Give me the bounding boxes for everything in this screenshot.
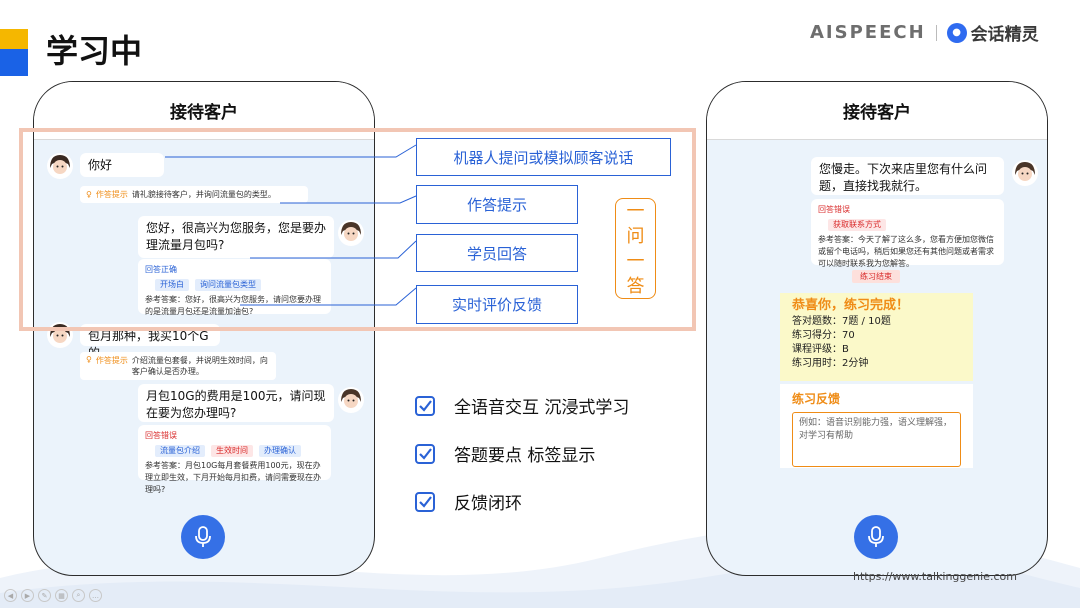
trainee-message: 月包10G的费用是100元，请问现在要为您办理吗?	[138, 384, 334, 422]
trainee-avatar-icon	[338, 220, 364, 246]
brand-logos: AISPEECH ● 会话精灵	[810, 20, 1039, 45]
callout-robot-speaks: 机器人提问或模拟顾客说话	[416, 138, 671, 176]
reference-answer: 参考答案：月包10G每月套餐费用100元，现在办理立即生效，下月开始每月扣费，请…	[145, 461, 321, 494]
checkbox-icon	[415, 491, 435, 512]
brand-divider	[935, 24, 937, 41]
feature-label: 全语音交互 沉浸式学习	[454, 398, 630, 418]
hint-text: 请礼貌接待客户，并询问流量包的类型。	[131, 190, 276, 199]
hint-text: 介绍流量包套餐，并说明生效时间，向客户确认是否办理。	[131, 356, 268, 376]
next-icon[interactable]: ▶	[21, 589, 34, 602]
result-value: 2分钟	[842, 358, 869, 369]
aispeech-logo: AISPEECH	[810, 22, 926, 43]
callout-realtime-feedback: 实时评价反馈	[416, 285, 578, 324]
bulb-icon: ♀	[86, 190, 92, 199]
evaluation-card: 回答错误 流量包介绍 生效时间 办理确认 参考答案：月包10G每月套餐费用100…	[138, 425, 331, 494]
chat-bubble-icon: ●	[946, 22, 967, 43]
badge-char: 一	[626, 250, 645, 272]
microphone-button[interactable]	[854, 515, 898, 559]
result-label: 练习得分：	[792, 330, 842, 341]
keypoint-tag: 办理确认	[259, 445, 301, 457]
badge-char: 问	[626, 225, 645, 247]
hint-label: 作答提示	[95, 356, 128, 365]
keypoint-tag-missed: 生效时间	[211, 445, 253, 457]
trainee-message: 您好，很高兴为您服务，您是要办理流量月包吗?	[138, 216, 334, 258]
prev-icon[interactable]: ◀	[4, 589, 17, 602]
trainee-avatar-icon	[338, 387, 364, 413]
reference-answer: 参考答案：今天了解了这么多，您看方便加您微信或留个电话吗，稍后如果您还有其他问题…	[818, 235, 994, 268]
result-label: 练习用时：	[792, 358, 842, 369]
product-name: 会话精灵	[970, 25, 1039, 45]
right-phone-header: 接待客户	[707, 82, 1047, 140]
result-row: 答对题数：7题 / 10题	[792, 315, 961, 329]
result-value: 70	[842, 330, 855, 341]
status-incorrect: 回答错误	[818, 205, 850, 214]
result-value: 7题 / 10题	[842, 316, 891, 327]
zoom-icon[interactable]: ⌕	[72, 589, 85, 602]
keypoint-tags: 流量包介绍 生效时间 办理确认	[155, 445, 324, 457]
customer-message: 你好	[80, 153, 164, 177]
feedback-heading: 练习反馈	[792, 392, 841, 406]
checkbox-icon	[415, 443, 435, 464]
keypoint-tag: 开场白	[155, 279, 189, 291]
title-accent-yellow	[0, 29, 28, 49]
practice-result-card: 恭喜你，练习完成！ 答对题数：7题 / 10题 练习得分：70 课程评级：B 练…	[780, 293, 973, 381]
evaluation-card: 回答正确 开场白 询问流量包类型 参考答案：您好，很高兴为您服务，请问您要办理的…	[138, 259, 331, 316]
trainee-message: 您慢走。下次来店里您有什么问题，直接找我就行。	[811, 157, 1004, 195]
status-incorrect: 回答错误	[145, 431, 177, 440]
hint-label: 作答提示	[95, 190, 128, 199]
evaluation-card: 回答错误 获取联系方式 参考答案：今天了解了这么多，您看方便加您微信或留个电话吗…	[811, 199, 1004, 268]
product-logo: ● 会话精灵	[946, 20, 1039, 45]
feature-label: 反馈闭环	[454, 494, 522, 514]
result-row: 练习得分：70	[792, 329, 961, 343]
feature-item: 全语音交互 沉浸式学习	[414, 393, 629, 418]
microphone-icon	[195, 526, 211, 547]
keypoint-tag-missed: 获取联系方式	[828, 219, 886, 231]
presentation-toolbar: ◀ ▶ ✎ ▦ ⌕ …	[4, 589, 102, 602]
feature-item: 反馈闭环	[414, 489, 522, 514]
feedback-input[interactable]: 例如：语音识别能力强，语义理解强，对学习有帮助	[792, 412, 961, 467]
grid-icon[interactable]: ▦	[55, 589, 68, 602]
practice-end-badge: 练习结束	[852, 270, 900, 283]
one-question-one-answer-badge: 一 问 一 答	[615, 198, 656, 299]
keypoint-tags: 开场白 询问流量包类型	[155, 279, 324, 291]
result-row: 练习用时：2分钟	[792, 357, 961, 371]
reference-answer: 参考答案：您好，很高兴为您服务，请问您要办理的是流量月包还是流量加油包?	[145, 295, 321, 316]
more-icon[interactable]: …	[89, 589, 102, 602]
keypoint-tags: 获取联系方式	[828, 219, 997, 231]
website-url: https://www.talkinggenie.com	[853, 570, 1017, 583]
result-label: 课程评级：	[792, 344, 842, 355]
callout-trainee-answer: 学员回答	[416, 234, 578, 272]
result-heading: 恭喜你，练习完成！	[792, 298, 910, 313]
answer-hint: ♀ 作答提示 请礼貌接待客户，并询问流量包的类型。	[80, 186, 308, 203]
callout-answer-hint: 作答提示	[416, 185, 578, 224]
microphone-button[interactable]	[181, 515, 225, 559]
result-row: 课程评级：B	[792, 343, 961, 357]
keypoint-tag: 流量包介绍	[155, 445, 205, 457]
answer-hint: ♀ 作答提示 介绍流量包套餐，并说明生效时间，向客户确认是否办理。	[80, 352, 276, 380]
trainee-avatar-icon	[1012, 160, 1038, 186]
result-label: 答对题数：	[792, 316, 842, 327]
pen-icon[interactable]: ✎	[38, 589, 51, 602]
feature-item: 答题要点 标签显示	[414, 441, 595, 466]
bulb-icon: ♀	[86, 355, 92, 364]
title-accent-blue	[0, 49, 28, 76]
highlight-frame	[19, 128, 696, 331]
status-correct: 回答正确	[145, 265, 177, 274]
page-title: 学习中	[46, 32, 143, 70]
microphone-icon	[868, 526, 884, 547]
result-value: B	[842, 344, 849, 355]
feedback-card: 练习反馈 例如：语音识别能力强，语义理解强，对学习有帮助	[780, 384, 973, 468]
checkbox-icon	[415, 395, 435, 416]
badge-char: 一	[626, 200, 645, 222]
feature-label: 答题要点 标签显示	[454, 446, 596, 466]
customer-avatar-icon	[47, 153, 73, 179]
badge-char: 答	[626, 275, 645, 297]
